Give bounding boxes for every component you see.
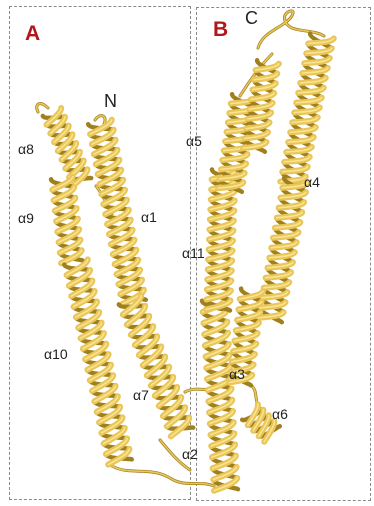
helix-label-a4: α4 [304,174,320,190]
helix-label-a10: α10 [44,346,68,362]
helix-a4b [258,178,308,322]
helix-label-a3: α3 [229,366,245,382]
c-terminus-label: C [245,8,258,29]
helix-label-a5: α5 [186,133,202,149]
helix-a9 [51,177,83,264]
helix-label-a6: α6 [272,406,288,422]
helix-label-a1: α1 [141,209,157,225]
helix-a4 [280,34,334,187]
panel-b-label: B [213,18,228,42]
n-terminus-label: N [104,91,117,112]
helix-label-a7: α7 [133,387,149,403]
panel-a-label: A [25,22,40,46]
helix-label-a2: α2 [182,446,198,462]
helix-a1 [88,120,146,304]
helix-layer [43,34,334,491]
helix-label-a8: α8 [18,141,34,157]
helix-a2 [202,299,238,491]
helix-a7 [119,296,193,437]
helix-label-a11: α11 [182,245,205,261]
helix-a8 [43,108,91,186]
helix-label-a9: α9 [18,210,34,226]
